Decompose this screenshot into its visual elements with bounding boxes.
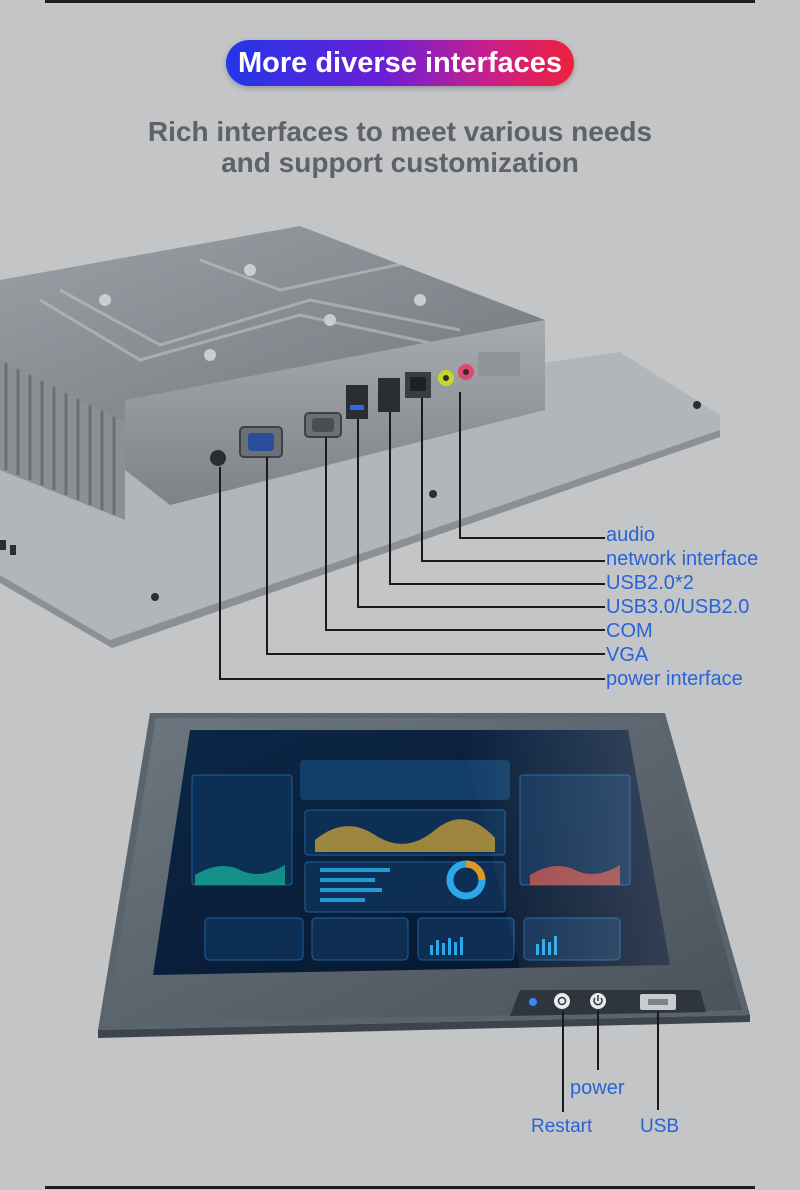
- label-network-interface: network interface: [606, 548, 759, 570]
- subtitle-line-1: Rich interfaces to meet various needs: [147, 116, 653, 147]
- label-usb: USB: [640, 1116, 680, 1137]
- restart-button-icon: [554, 993, 570, 1009]
- usb3-port-icon: [346, 385, 368, 419]
- label-audio: audio: [606, 524, 655, 546]
- label-usb3-usb2: USB3.0/USB2.0: [606, 596, 750, 618]
- rear-leader-lines: [219, 392, 605, 680]
- bottom-divider: [45, 1186, 755, 1189]
- subtitle-line-2: and support customization: [221, 147, 579, 178]
- section-badge: More diverse interfaces: [226, 40, 574, 86]
- label-usb2-x2: USB2.0*2: [606, 572, 694, 594]
- label-power-interface: power interface: [606, 668, 743, 690]
- label-vga: VGA: [606, 644, 649, 666]
- label-restart: Restart: [531, 1116, 593, 1137]
- power-jack-icon: [210, 450, 226, 466]
- front-device: [98, 713, 750, 1112]
- label-com: COM: [606, 620, 653, 642]
- section-subtitle: Rich interfaces to meet various needs an…: [100, 116, 700, 178]
- top-divider: [45, 0, 755, 3]
- usb2-port-icon: [378, 378, 400, 412]
- label-power: power: [570, 1077, 625, 1099]
- front-leader-lines: [562, 1011, 659, 1112]
- rear-device: [0, 226, 720, 680]
